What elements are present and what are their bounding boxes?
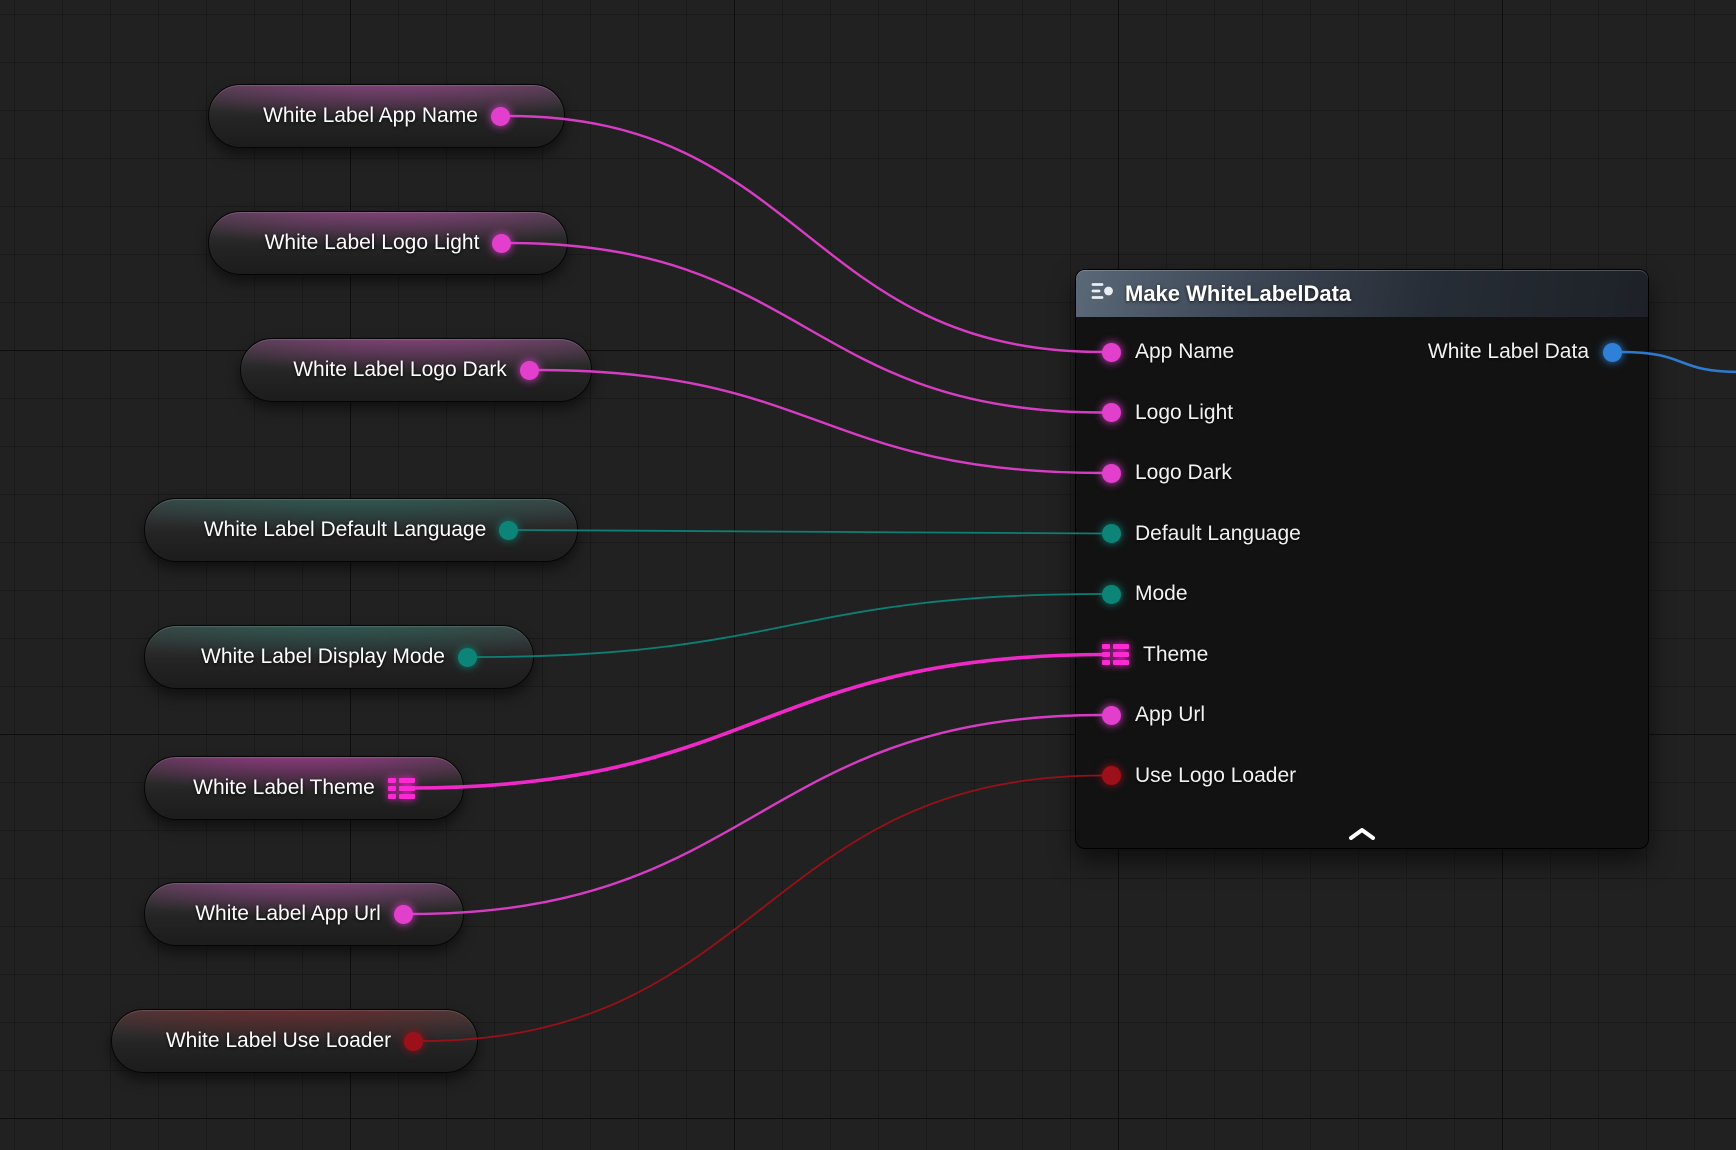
output-pin[interactable] [1603,342,1622,362]
connection-wire[interactable] [536,368,1104,475]
input-pin-row: Use Logo Loader [1102,762,1622,790]
input-pin-row: Logo Dark [1102,459,1622,487]
connection-wire[interactable] [508,241,1104,414]
variable-getter-node[interactable]: White Label App Name [208,84,565,148]
variable-getter-node[interactable]: White Label Use Loader [111,1009,478,1073]
variable-getter-node[interactable]: White Label App Url [144,882,464,946]
variable-getter-node[interactable]: White Label Logo Light [208,211,568,275]
variable-output-pin[interactable] [393,904,413,924]
variable-getter-label: White Label App Url [195,902,381,925]
input-pin[interactable] [1102,524,1121,543]
input-pin-label: Logo Dark [1135,461,1232,484]
input-pin-row: Default Language [1102,520,1622,548]
variable-getter-label: White Label Logo Light [264,231,480,254]
variable-getter-label: White Label Default Language [203,518,487,541]
input-pin-label: App Name [1135,340,1235,363]
variable-output-pin[interactable] [490,106,510,126]
connection-wire[interactable] [420,774,1104,1042]
connection-wire[interactable] [507,114,1104,354]
variable-getter-label: White Label Theme [193,776,375,799]
input-pin-label: Use Logo Loader [1135,763,1297,787]
input-pin-row: Theme [1102,641,1622,669]
connection-wire[interactable] [515,529,1104,535]
input-pin-row: App Url [1102,701,1622,729]
input-pin[interactable] [1102,463,1121,483]
input-pin[interactable] [1102,643,1129,666]
variable-output-pin[interactable] [404,1031,424,1051]
input-pin-label: App Url [1135,703,1206,726]
variable-getter-label: White Label Display Mode [201,645,445,668]
variable-output-pin[interactable] [387,777,415,800]
variable-getter-label: White Label App Name [263,104,478,127]
input-pin[interactable] [1102,584,1121,604]
variable-output-pin[interactable] [499,520,519,540]
input-pin[interactable] [1102,766,1121,785]
node-title: Make WhiteLabelData [1125,280,1352,306]
input-pin-row: Mode [1102,580,1622,608]
input-pin-label: Default Language [1135,521,1301,545]
connection-wire[interactable] [474,593,1104,658]
variable-getter-node[interactable]: White Label Default Language [144,498,578,562]
input-pin[interactable] [1102,342,1121,362]
output-pin-row: White Label Data [1102,338,1622,366]
variable-output-pin[interactable] [457,647,477,667]
input-pin-label: Mode [1135,582,1188,605]
variable-getter-label: White Label Logo Dark [293,358,507,381]
input-pin-label: Theme [1143,642,1209,666]
input-pin-row: App Name [1102,338,1622,366]
input-pin-label: Logo Light [1135,400,1234,424]
output-pin-label: White Label Data [1427,340,1589,363]
variable-getter-node[interactable]: White Label Display Mode [144,625,534,689]
connection-wire[interactable] [410,713,1104,916]
input-pin[interactable] [1102,403,1121,422]
variable-output-pin[interactable] [492,233,512,253]
variable-getter-node[interactable]: White Label Theme [144,756,464,820]
variable-getter-label: White Label Use Loader [165,1029,392,1052]
input-pin[interactable] [1102,705,1121,725]
input-pin-row: Logo Light [1102,399,1622,427]
collapse-node-chevron-icon[interactable] [1347,827,1377,840]
variable-getter-node[interactable]: White Label Logo Dark [240,338,592,402]
variable-output-pin[interactable] [519,360,539,380]
node-header[interactable]: Make WhiteLabelData [1076,270,1648,317]
